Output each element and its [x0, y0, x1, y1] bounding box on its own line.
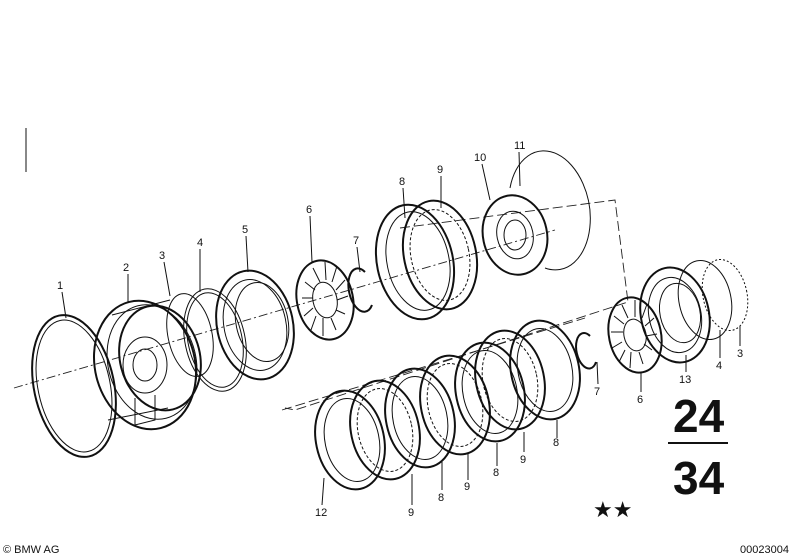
part-7-circlip-lower — [575, 332, 597, 370]
callout-13: 13 — [679, 374, 691, 386]
copyright-text: © BMW AG — [3, 544, 59, 556]
callout-3: 3 — [159, 250, 165, 262]
part-1-snap-ring — [31, 314, 117, 458]
image-number: 00023004 — [740, 544, 789, 556]
part-3-seal-ring — [166, 293, 214, 377]
callout-7: 7 — [353, 235, 359, 247]
part-10-clutch-hub — [481, 194, 549, 276]
callout-9: 9 — [437, 164, 443, 176]
callout-4: 4 — [197, 237, 203, 249]
callout-9-lower-b: 9 — [464, 481, 470, 493]
group-number-top: 24 — [673, 390, 725, 442]
part-7-circlip-upper — [347, 267, 373, 313]
part-9-friction-disc-upper — [401, 199, 479, 311]
part-2-clutch-drum — [93, 299, 202, 431]
callout-3-lower: 3 — [737, 348, 743, 360]
callout-4-lower: 4 — [716, 360, 722, 372]
part-13-piston-lower — [639, 266, 711, 364]
group-number: 24 34 — [668, 390, 728, 504]
callout-11: 11 — [514, 140, 525, 152]
callout-8-lower-a: 8 — [553, 437, 559, 449]
callout-8-lower-b: 8 — [493, 467, 499, 479]
part-6-spring-plate-upper — [295, 259, 355, 341]
callout-2: 2 — [123, 262, 129, 274]
callout-7-lower: 7 — [594, 386, 600, 398]
callout-6: 6 — [306, 204, 312, 216]
callout-8: 8 — [399, 176, 405, 188]
callout-8-lower-c: 8 — [438, 492, 444, 504]
callout-12: 12 — [315, 507, 327, 519]
part-3-seal-lower — [701, 258, 749, 332]
part-4-o-ring-lower — [677, 260, 733, 340]
part-5-piston — [215, 269, 295, 381]
lower-frame-edge — [281, 317, 586, 411]
part-6-spring-plate-lower — [607, 296, 663, 374]
callout-6-lower: 6 — [637, 394, 643, 406]
lower-clutch-pack — [314, 319, 581, 491]
callout-9-lower-c: 9 — [408, 507, 414, 519]
part-8-steel-plate-upper — [374, 203, 456, 321]
leader-lines — [61, 151, 741, 506]
callout-1: 1 — [57, 280, 63, 292]
part-11-snap-ring — [509, 150, 591, 271]
callout-labels: 1 2 3 4 5 6 7 8 9 10 11 8 9 8 9 8 9 8 12… — [57, 140, 743, 519]
star-rating: ★★ — [593, 498, 632, 523]
group-number-bottom: 34 — [673, 452, 725, 504]
callout-10: 10 — [474, 152, 486, 164]
callout-9-lower-a: 9 — [520, 454, 526, 466]
assembly-frame — [284, 199, 629, 411]
part-4-o-ring — [183, 288, 247, 392]
callout-5: 5 — [242, 224, 248, 236]
